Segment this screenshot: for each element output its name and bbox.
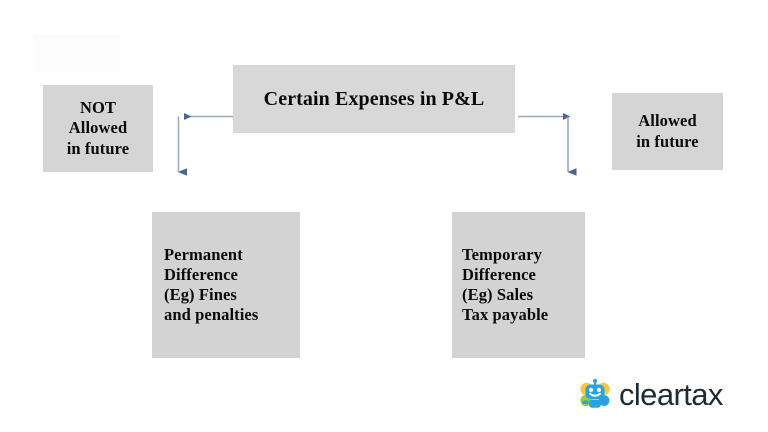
temporary-line-3: (Eg) Sales [462,285,534,304]
cleartax-wordmark: cleartax [619,376,723,412]
left-elbow-connector [177,113,233,176]
not-allowed-box: NOT Allowed in future [43,85,153,172]
permanent-difference-box: Permanent Difference (Eg) Fines and pena… [152,212,300,358]
permanent-line-4: and penalties [164,305,259,325]
allowed-box: Allowed in future [612,93,723,170]
temporary-line-4: Tax payable [462,305,549,325]
permanent-line-2: Difference [164,264,238,284]
not-allowed-line-1: NOT [79,98,117,118]
not-allowed-line-2: Allowed [68,118,128,138]
not-allowed-line-3: in future [66,138,130,158]
robot-mascot-icon [580,378,610,408]
title-box-line: Certain Expenses in P&L [263,87,485,110]
allowed-line-1: Allowed [638,111,697,131]
cleartax-logo: cleartax [578,378,723,410]
permanent-line-3: (Eg) Fines [164,285,237,304]
title-box: Certain Expenses in P&L [233,65,515,133]
temporary-difference-box: Temporary Difference (Eg) Sales Tax paya… [452,212,585,358]
temporary-line-2: Difference [462,264,536,284]
right-elbow-connector [518,113,577,176]
temporary-line-1: Temporary [462,244,543,264]
permanent-line-1: Permanent [164,244,243,264]
allowed-line-2: in future [636,131,699,151]
background-artifact [34,34,120,72]
